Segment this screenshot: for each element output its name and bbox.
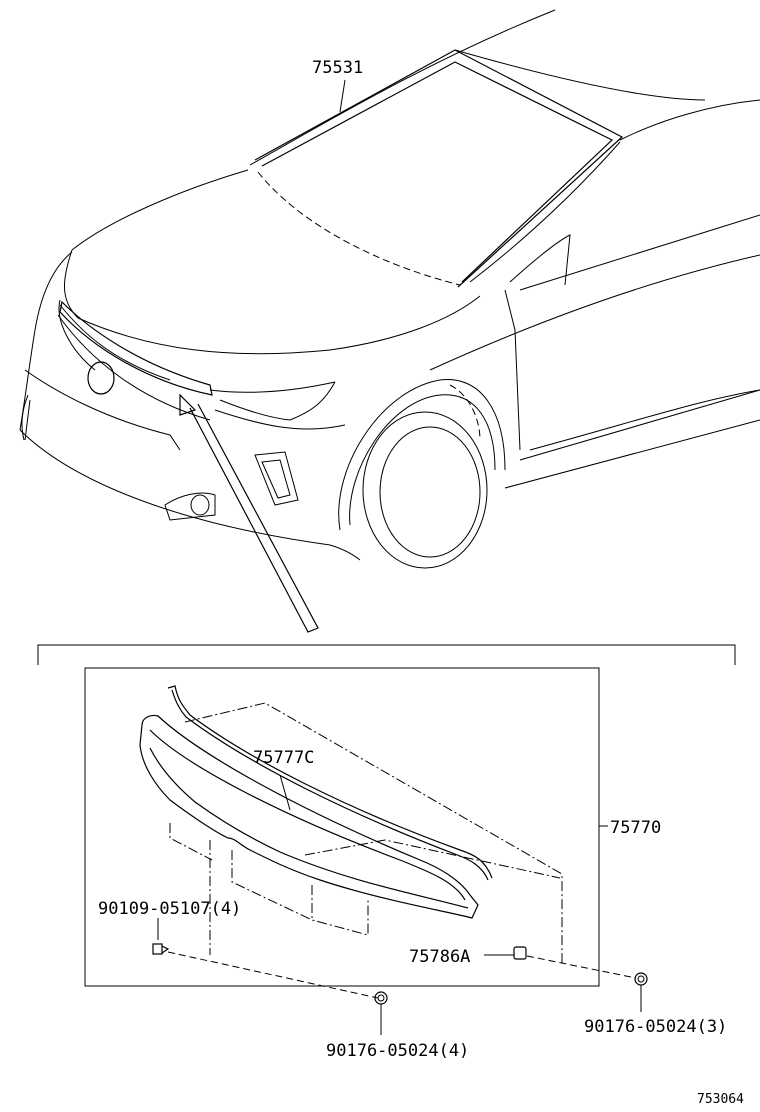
label-screw: 90109-05107(4)	[98, 899, 241, 919]
label-75770: 75770	[610, 818, 661, 838]
label-clip-right: 90176-05024(3)	[584, 1017, 727, 1037]
car-illustration	[19, 9, 760, 633]
molding-detail	[139, 685, 648, 1035]
figure-id: 753064	[697, 1092, 744, 1107]
leader-75531	[339, 79, 346, 113]
label-clip-bottom: 90176-05024(4)	[326, 1041, 469, 1061]
label-75531: 75531	[312, 58, 363, 78]
label-75786a: 75786A	[409, 947, 470, 967]
detail-box	[84, 667, 600, 987]
label-75777c: 75777C	[253, 748, 314, 768]
detail-bracket	[37, 644, 736, 665]
